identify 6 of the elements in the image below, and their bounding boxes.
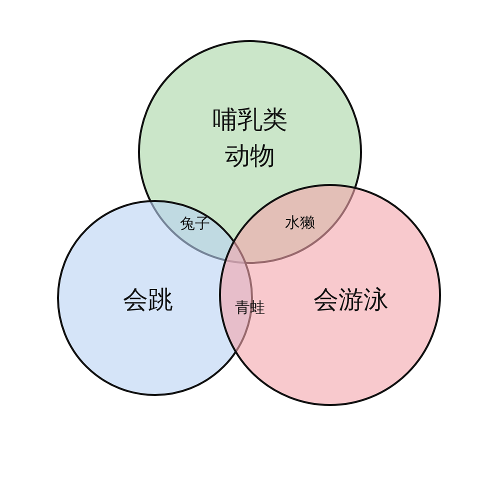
set-label: 会游泳 bbox=[314, 284, 388, 316]
overlap-label: 水獭 bbox=[285, 214, 315, 232]
set-label: 哺乳类动物 bbox=[212, 104, 288, 172]
set-label: 会跳 bbox=[123, 284, 173, 316]
overlap-label: 青蛙 bbox=[235, 298, 265, 318]
overlap-label: 兔子 bbox=[180, 214, 210, 234]
